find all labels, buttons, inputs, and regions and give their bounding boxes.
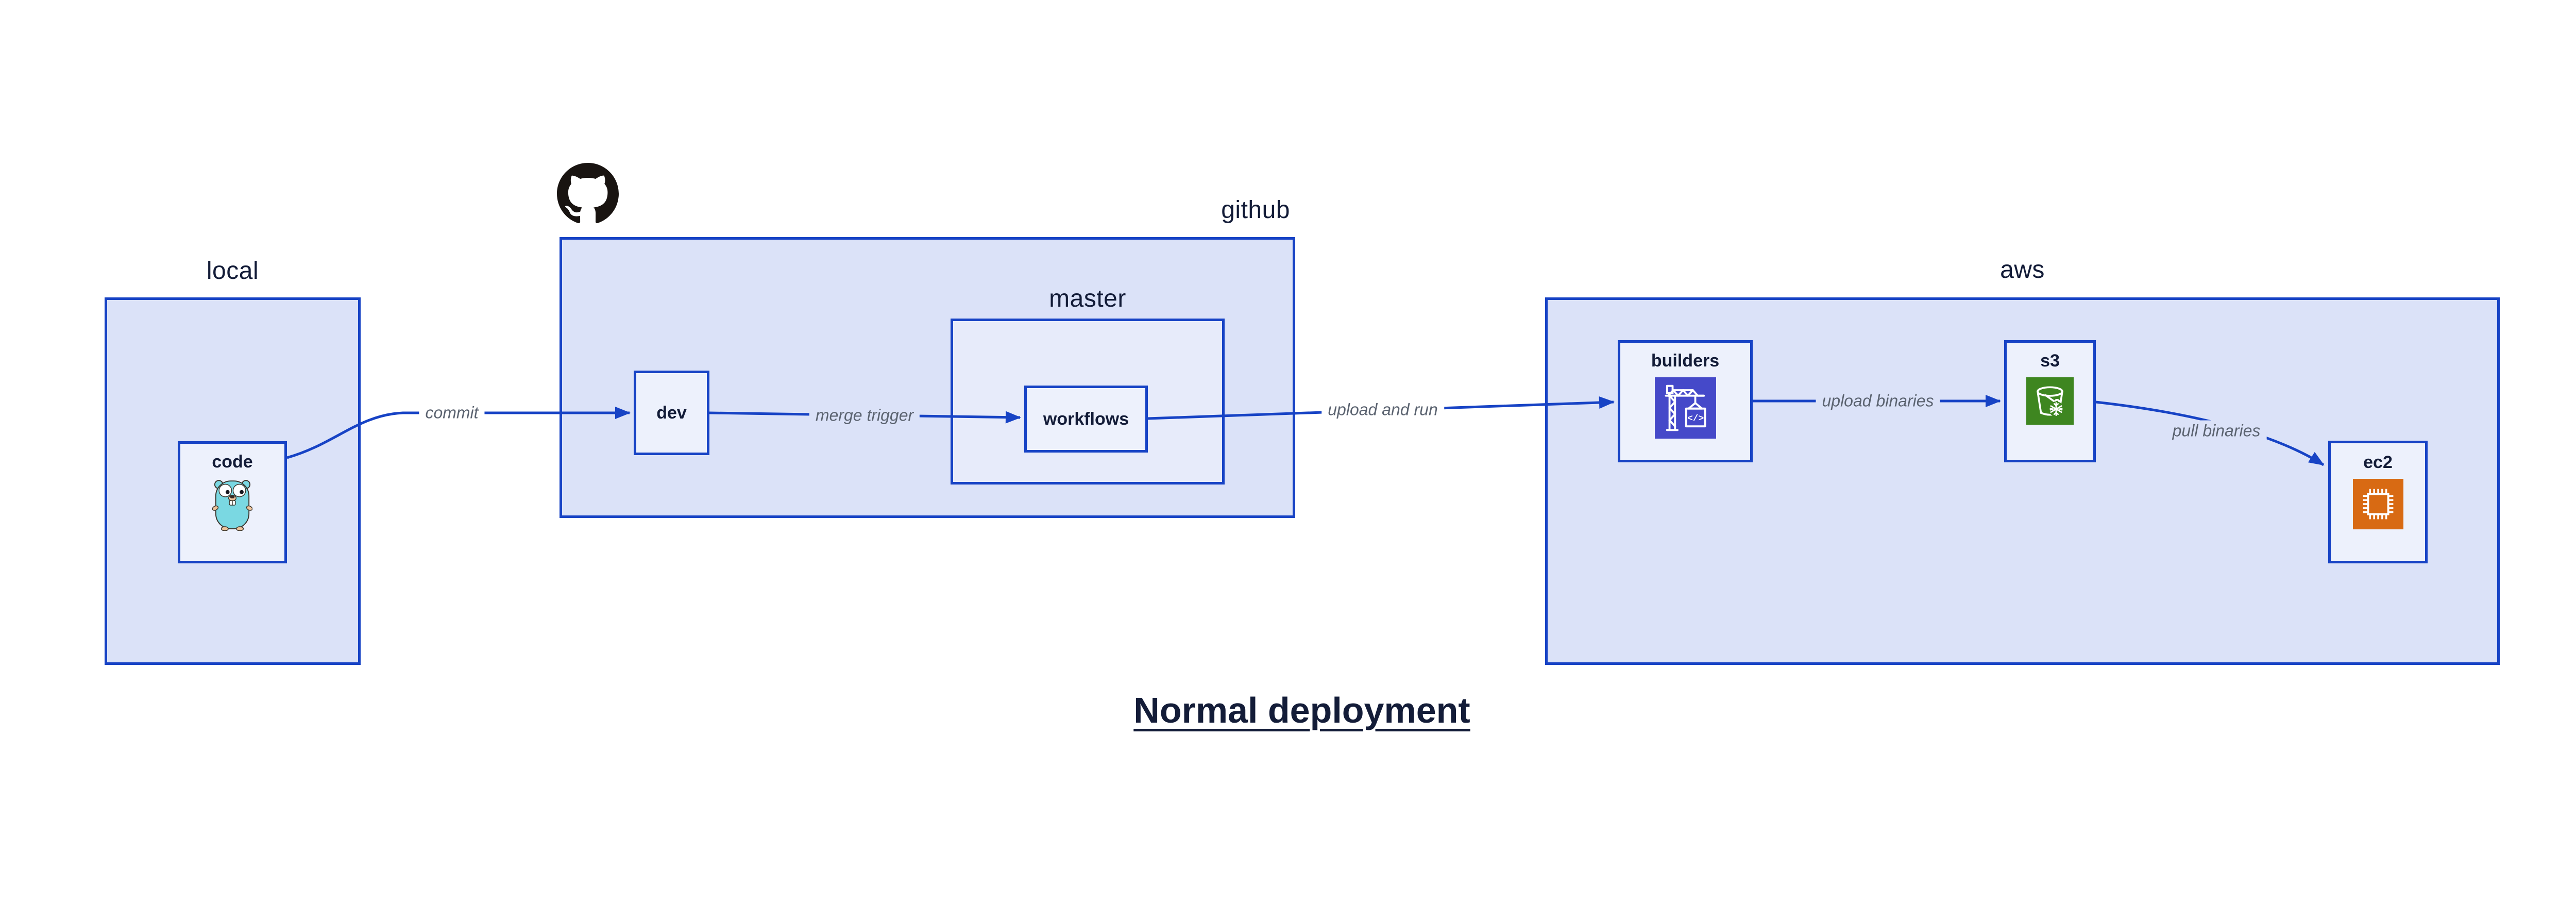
edge-label-pull-binaries: pull binaries xyxy=(2166,420,2267,442)
node-s3: s3 xyxy=(2004,340,2096,462)
github-octocat-icon xyxy=(557,163,619,225)
go-gopher-icon xyxy=(212,478,253,531)
group-label-github: github xyxy=(1221,196,1290,224)
group-label-local: local xyxy=(206,257,259,285)
codebuild-code-glyph: </> xyxy=(1687,413,1704,424)
node-workflows: workflows xyxy=(1024,386,1148,453)
edge-label-upload-and-run: upload and run xyxy=(1321,399,1444,421)
codebuild-crane-icon: </> xyxy=(1654,377,1716,439)
edge-label-upload-binaries: upload binaries xyxy=(1816,390,1940,412)
node-builders-label: builders xyxy=(1651,351,1720,371)
node-s3-label: s3 xyxy=(2040,351,2060,371)
edge-commit-line xyxy=(286,407,631,459)
node-ec2-label: ec2 xyxy=(2363,453,2393,472)
node-builders: builders </> xyxy=(1618,340,1753,462)
s3-glacier-bucket-icon xyxy=(2026,377,2074,425)
node-dev-label: dev xyxy=(656,403,687,423)
node-code: code xyxy=(178,441,287,563)
node-dev: dev xyxy=(634,371,709,455)
node-ec2: ec2 xyxy=(2328,441,2428,563)
group-label-aws: aws xyxy=(2000,256,2045,283)
diagram-title: Normal deployment xyxy=(1133,690,1470,730)
group-label-master: master xyxy=(1049,285,1126,312)
edge-label-commit: commit xyxy=(419,402,485,424)
node-code-label: code xyxy=(212,452,253,472)
edge-label-merge-trigger: merge trigger xyxy=(809,405,920,426)
ec2-chip-icon xyxy=(2352,479,2403,529)
node-workflows-label: workflows xyxy=(1043,409,1129,429)
